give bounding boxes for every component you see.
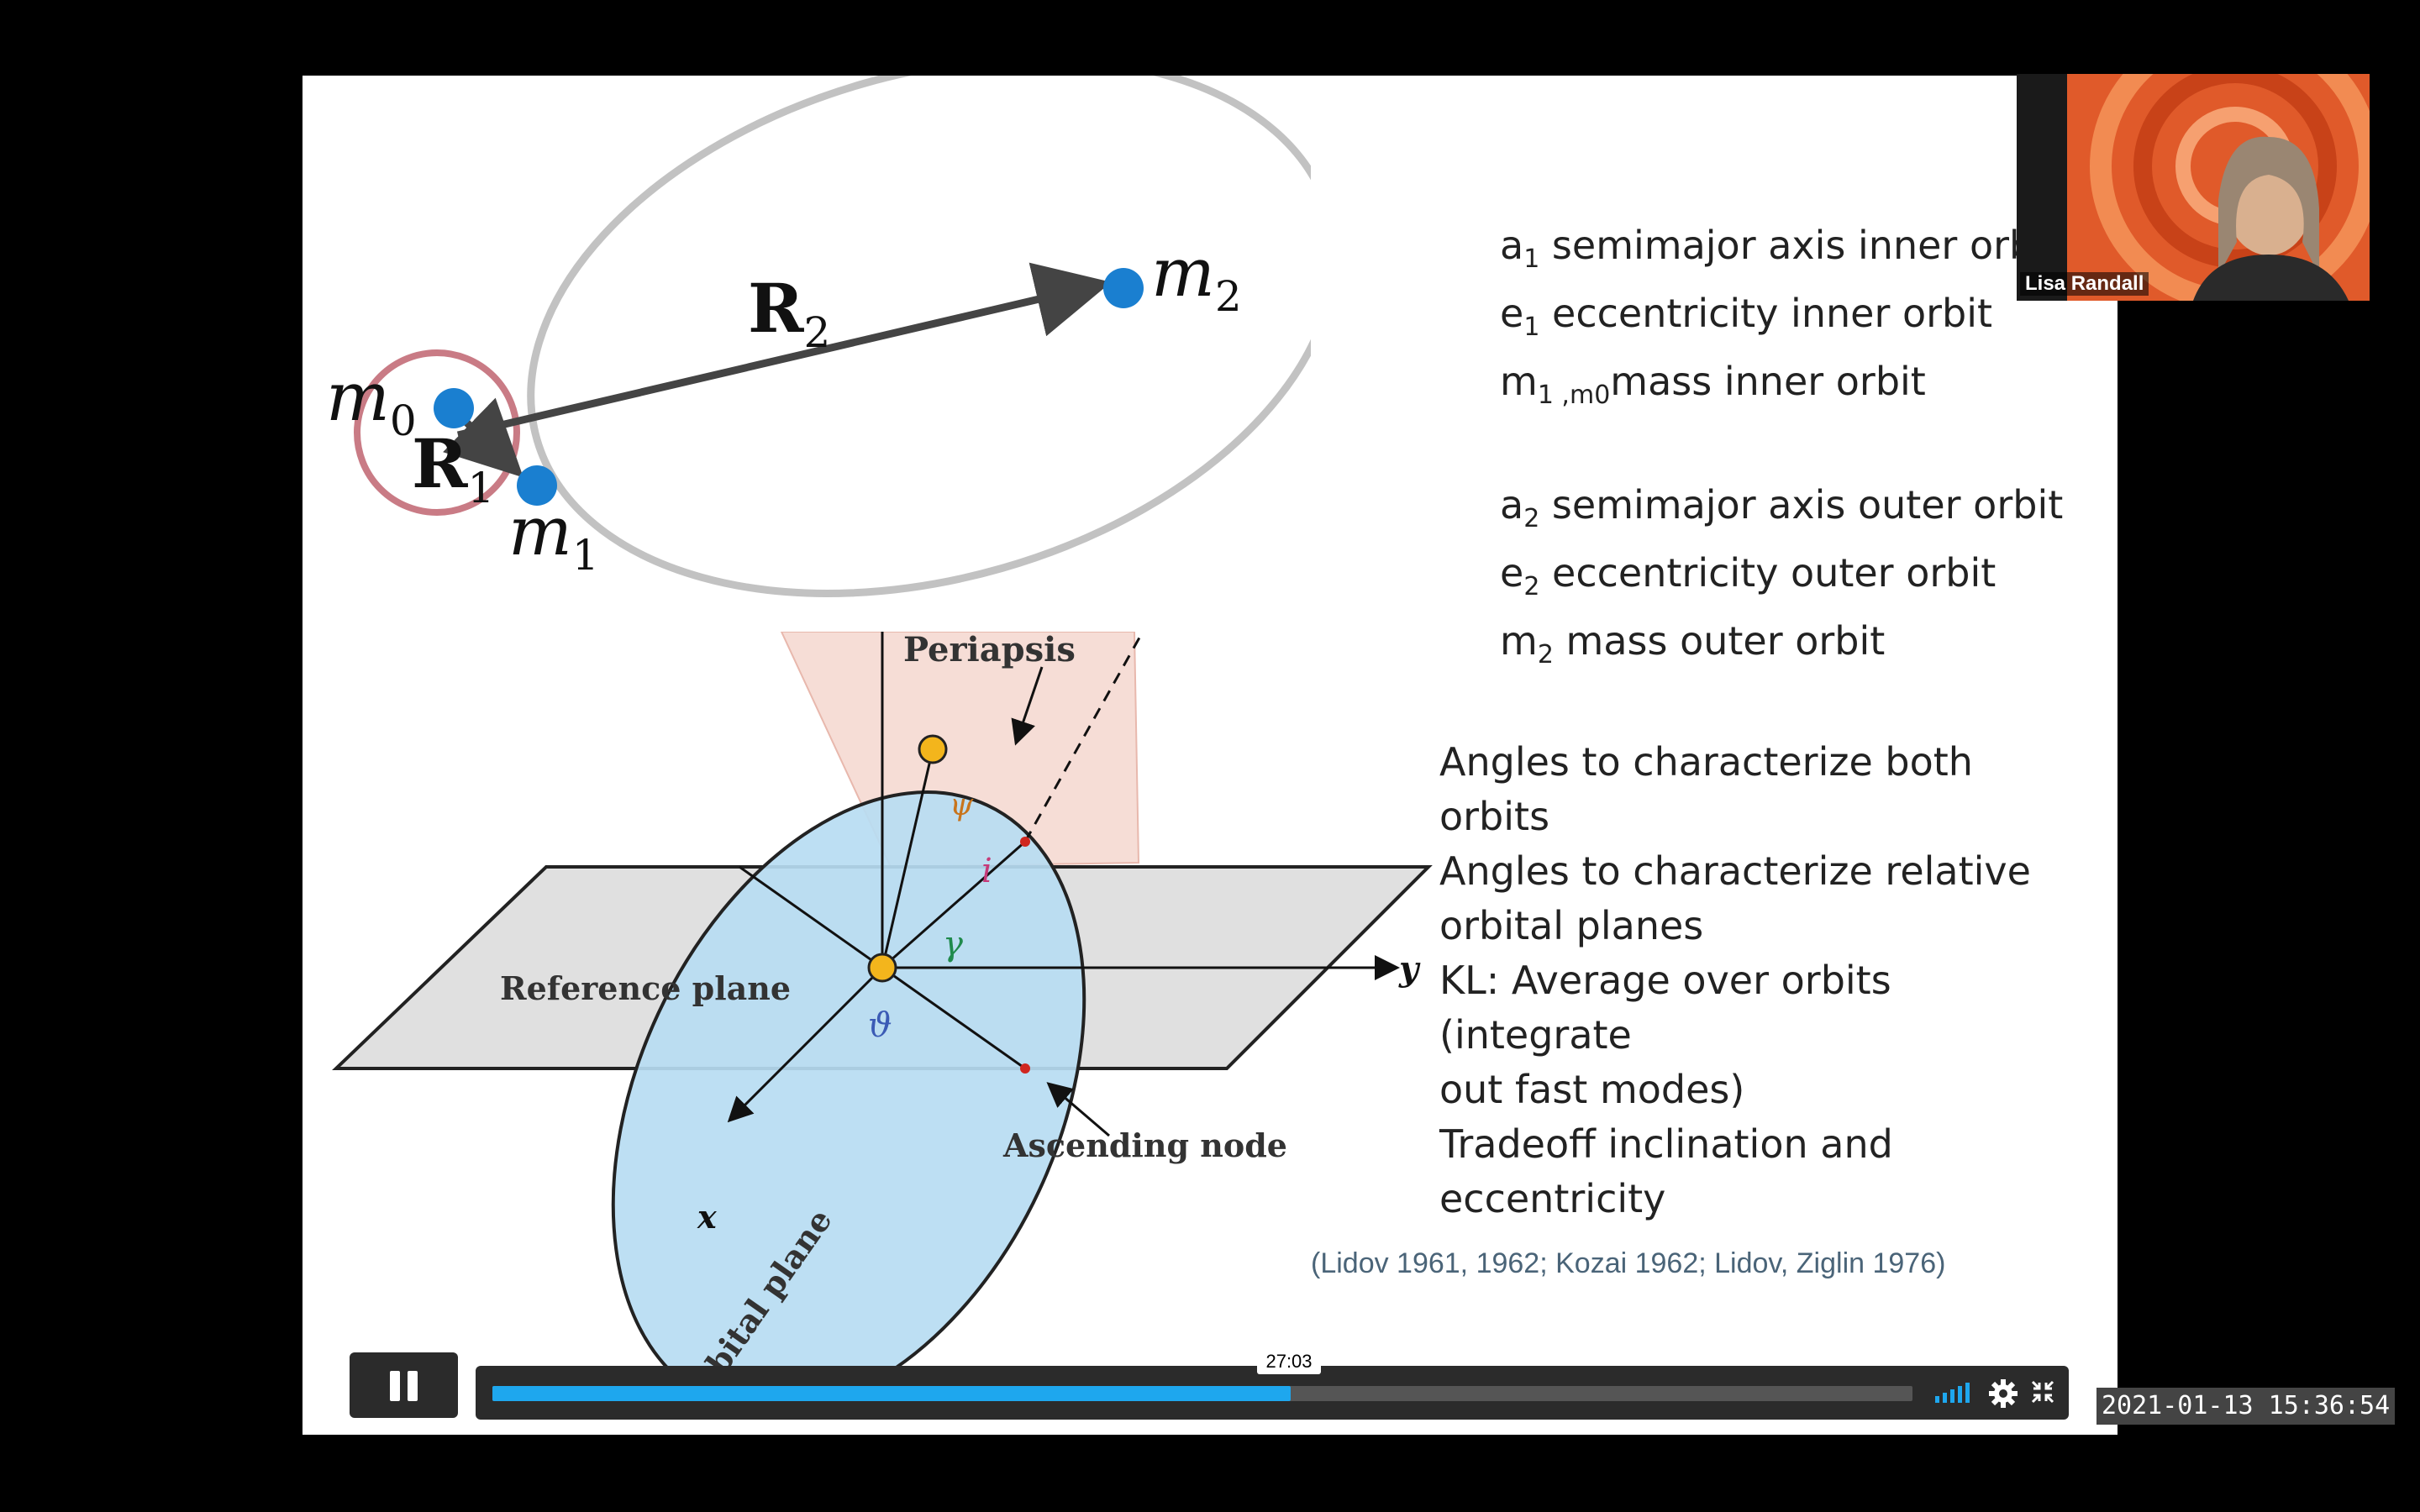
citation: (Lidov 1961, 1962; Kozai 1962; Lidov, Zi… [1311, 1247, 1946, 1279]
progress-track[interactable] [492, 1386, 1912, 1401]
svg-text:R1: R1 [412, 424, 494, 512]
volume-icon[interactable] [1933, 1381, 1974, 1404]
slide: m0 m1 m2 R1 R2 Periapsis Ref [302, 76, 2118, 1435]
svg-text:m0: m0 [326, 358, 417, 445]
orbiting-body [918, 734, 948, 764]
angles-line: Tradeoff inclination and [1439, 1121, 1893, 1167]
svg-text:ϑ: ϑ [868, 1006, 892, 1045]
svg-text:γ: γ [943, 925, 963, 963]
m2-label: m [1151, 234, 1215, 312]
m1-label: m [508, 492, 572, 570]
svg-text:m2: m2 [1151, 234, 1242, 321]
m1-dot [517, 465, 557, 506]
svg-text:R2: R2 [748, 269, 830, 357]
angles-line: out fast modes) [1439, 1067, 1745, 1112]
svg-text:m1: m1 [508, 492, 599, 580]
angles-line: orbital planes [1439, 903, 1704, 948]
ascending-node-label: Ascending node [1002, 1126, 1287, 1164]
center-body [867, 953, 897, 983]
m0-dot [434, 388, 474, 428]
angles-line: KL: Average over orbits (integrate [1439, 958, 1891, 1058]
time-tooltip: 27:03 [1257, 1349, 1321, 1374]
orbit-parameters: a1 semimajor axis inner orbit e1 eccentr… [1500, 218, 2063, 682]
pause-button[interactable] [350, 1352, 458, 1418]
angles-line: Angles to characterize both orbits [1439, 739, 1973, 839]
reference-plane-label: Reference plane [500, 969, 791, 1007]
orbital-geometry-diagram: Periapsis Reference plane Ascending node… [332, 632, 1433, 1417]
r1-label: R [412, 424, 468, 503]
svg-text:i: i [981, 852, 992, 890]
speaker-video [2017, 74, 2370, 301]
r2-vector [456, 262, 1112, 439]
settings-gear-icon[interactable] [1988, 1378, 2018, 1409]
angles-line: Angles to characterize relative [1439, 848, 2031, 894]
param-e1: e1 eccentricity inner orbit [1500, 291, 1993, 343]
triple-system-diagram: m0 m1 m2 R1 R2 [326, 76, 1311, 597]
angles-line: eccentricity [1439, 1176, 1666, 1221]
outer-orbit [527, 76, 1311, 597]
speaker-webcam[interactable]: Lisa Randall [2017, 74, 2370, 301]
param-a2: a2 semimajor axis outer orbit [1500, 481, 2064, 533]
playback-bar[interactable] [476, 1366, 2069, 1420]
progress-fill [492, 1386, 1291, 1401]
param-m1: m1 ,m0mass inner orbit [1500, 359, 1926, 411]
m2-dot [1103, 268, 1144, 308]
param-m2: m2 mass outer orbit [1500, 617, 1886, 670]
speaker-name: Lisa Randall [2020, 272, 2149, 296]
periapsis-label: Periapsis [903, 632, 1076, 669]
m0-label: m [326, 358, 390, 436]
angles-text: Angles to characterize both orbits Angle… [1439, 735, 2095, 1226]
axis-y-label: y [1398, 949, 1421, 989]
recording-timestamp: 2021-01-13 15:36:54 [2096, 1388, 2396, 1425]
pause-icon [390, 1371, 400, 1401]
param-e2: e2 eccentricity outer orbit [1500, 549, 1996, 601]
svg-text:ψ: ψ [950, 788, 974, 822]
r2-label: R [748, 269, 804, 348]
axis-x-label: x [697, 1198, 718, 1236]
exit-fullscreen-icon[interactable] [2030, 1379, 2055, 1404]
param-a1: a1 semimajor axis inner orbit [1500, 223, 2060, 275]
